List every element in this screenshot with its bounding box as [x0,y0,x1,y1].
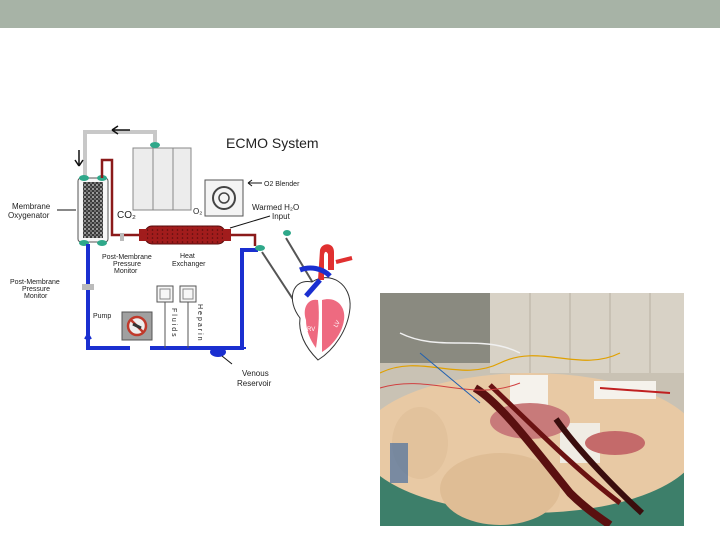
connector-top-right [283,230,291,236]
patient-photo-icon [380,293,684,526]
post-membrane-top-label-3: Monitor [114,268,138,275]
venous-reservoir-label-1: Venous [242,369,269,378]
gas-flowmeters [132,142,192,211]
pressure-monitor-top [120,233,124,241]
heparin-bag [179,285,197,348]
heat-exchanger-label-2: Exchanger [172,261,206,268]
heat-exchanger [139,225,231,245]
diagram-title: ECMO System [226,135,319,151]
ecmo-system-diagram: ECMO System O2 Blender Membrane Oxygenat… [8,125,353,388]
lv-label: LV [333,320,342,329]
rv-label: RV [307,327,315,333]
fluids-bag [156,285,174,348]
membrane-oxygenator-label-1: Membrane [12,202,51,211]
fluids-label: Fluids [170,308,177,339]
o2-label: O₂ [193,207,202,216]
venous-reservoir-label-2: Reservoir [237,379,272,388]
venous-tube-left [86,244,130,350]
input-pointer [229,215,271,229]
arrow-left-top [111,125,130,135]
warmed-h2o-label: Warmed H₂O [252,203,299,212]
membrane-oxygenator-label-2: Oxygenator [8,211,50,220]
input-label: Input [272,212,291,221]
membrane-oxygenator [77,175,109,246]
heparin-label: Heparin [196,304,203,343]
post-membrane-left-label-1: Post-Membrane [10,279,60,286]
heart-illustration [291,244,353,361]
post-membrane-top-label-2: Pressure [113,261,141,268]
post-membrane-top-label-1: Post-Membrane [102,254,152,261]
arrow-up-left [84,333,92,344]
co2-label: CO₂ [117,210,136,221]
blender-arrow [247,179,262,187]
reservoir-pointer [221,355,233,365]
slide-header-bar [0,0,720,28]
venous-reservoir [210,347,226,357]
heat-exchanger-label-1: Heat [180,253,195,260]
post-membrane-left-label-3: Monitor [24,293,48,300]
pump [121,311,153,341]
o2-blender [204,179,244,217]
pressure-monitor-left [82,284,94,290]
cannula-gray-2 [285,237,317,289]
arterial-tube-2 [225,233,257,246]
connector-right [255,245,265,251]
o2-blender-label: O2 Blender [264,181,300,188]
arrow-down-left [74,150,84,167]
gas-tube-top [83,130,157,178]
pump-label: Pump [93,313,111,320]
post-membrane-left-label-2: Pressure [22,286,50,293]
